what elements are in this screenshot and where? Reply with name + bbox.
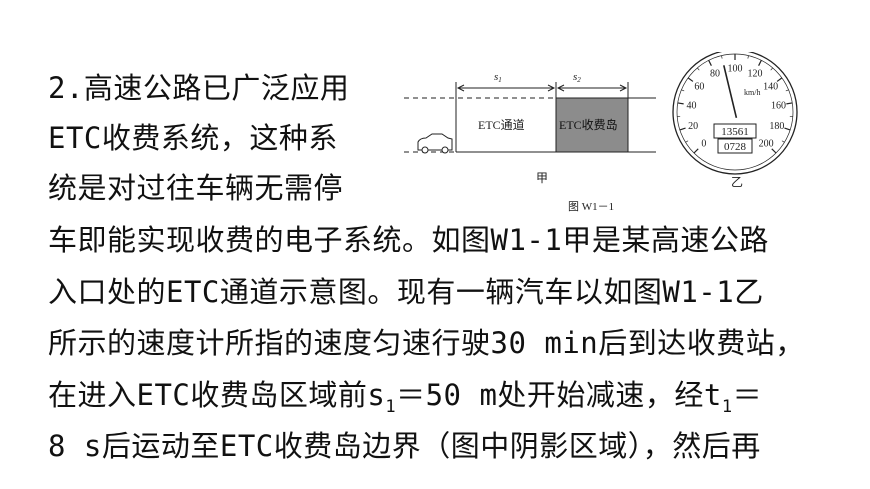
speed-tick <box>758 60 762 66</box>
problem-text-1: 高速公路已广泛应用 <box>83 71 350 105</box>
problem-line-6: 所示的速度计所指的速度匀速行驶30 min后到达收费站， <box>48 325 805 361</box>
speed-tick <box>687 77 694 82</box>
speed-tick-label: 160 <box>771 101 786 112</box>
problem-line-3: 统是对过往车辆无需停 <box>48 170 343 206</box>
speed-tick-label: 200 <box>759 139 774 150</box>
speed-tick-label: 0 <box>701 139 706 150</box>
speed-tick-label: 120 <box>747 68 762 79</box>
problem-line-2: ETC收费系统，这种系 <box>48 120 338 156</box>
figure-yi-label: 乙 <box>731 175 743 189</box>
car-icon <box>417 133 453 154</box>
speed-tick <box>781 140 785 143</box>
etc-island-shaded <box>555 97 629 153</box>
s2-label: s2 <box>573 71 581 84</box>
speed-tick <box>786 102 793 105</box>
problem-text-5: 入口处的ETC通道示意图。现有一辆汽车以如图W1-1乙 <box>48 275 764 309</box>
etc-channel-label: ETC通道 <box>478 118 525 132</box>
speed-tick <box>693 148 699 154</box>
s2-arrow-head-right <box>619 84 628 92</box>
s1-subscript: 1 <box>385 396 397 417</box>
s2-arrow-head-left <box>556 84 565 92</box>
speed-tick <box>721 55 723 59</box>
etc-lane-diagram <box>404 82 656 153</box>
speed-tick <box>677 102 684 105</box>
speed-tick <box>776 77 783 82</box>
speed-tick <box>785 89 789 92</box>
speed-tick <box>771 148 777 154</box>
s1-arrow-head-left <box>456 84 465 92</box>
etc-island-label: ETC收费岛 <box>559 117 618 132</box>
speed-unit-label: km/h <box>744 88 760 97</box>
speed-tick-label: 60 <box>694 82 704 93</box>
problem-text-7c: ＝ <box>732 378 763 412</box>
speed-tick <box>681 89 685 92</box>
odometer-total-box <box>713 123 757 139</box>
problem-line-8: 8 s后运动至ETC收费岛边界（图中阴影区域），然后再 <box>48 428 761 464</box>
problem-line-7: 在进入ETC收费岛区域前s1＝50 m处开始减速，经t1＝ <box>48 377 762 425</box>
problem-text-4: 车即能实现收费的电子系统。如图W1-1甲是某高速公路 <box>48 223 769 257</box>
problem-text-8: 8 s后运动至ETC收费岛边界（图中阴影区域），然后再 <box>48 429 761 463</box>
speed-tick-label: 180 <box>769 121 784 132</box>
speed-tick <box>685 140 689 143</box>
speed-tick <box>679 127 686 131</box>
speed-tick-label: 140 <box>763 82 778 93</box>
speed-tick-label: 40 <box>687 101 697 112</box>
problem-line-5: 入口处的ETC通道示意图。现有一辆汽车以如图W1-1乙 <box>48 274 764 310</box>
problem-text-3: 统是对过往车辆无需停 <box>48 171 344 205</box>
s1-arrow-head-right <box>547 84 556 92</box>
odometer-trip: 0728 <box>724 141 747 153</box>
s1-label: s1 <box>494 71 502 84</box>
odometer-trip-box <box>717 138 753 154</box>
problem-text-2: ETC收费系统，这种系 <box>48 121 338 155</box>
figure-caption: 图 W1－1 <box>568 200 614 213</box>
speed-tick-label: 20 <box>688 121 698 132</box>
problem-number: 2. <box>48 71 84 105</box>
speed-tick-label: 100 <box>728 64 743 75</box>
speed-needle <box>723 65 738 119</box>
problem-line-4: 车即能实现收费的电子系统。如图W1-1甲是某高速公路 <box>48 222 769 258</box>
speed-tick <box>747 55 749 59</box>
problem-text-6: 所示的速度计所指的速度匀速行驶30 min后到达收费站， <box>48 326 805 360</box>
problem-text-7a: 在进入ETC收费岛区域前s <box>48 378 386 412</box>
odometer-total: 13561 <box>721 126 749 138</box>
t1-subscript: 1 <box>721 396 733 417</box>
speed-tick-label: 80 <box>710 68 720 79</box>
figure-jia-label: 甲 <box>536 171 548 185</box>
problem-line-1: 2.高速公路已广泛应用 <box>48 70 349 106</box>
speed-tick <box>697 67 700 71</box>
speed-tick <box>770 67 773 71</box>
problem-text-7b: ＝50 m处开始减速，经t <box>396 378 722 412</box>
speed-tick <box>784 127 791 131</box>
speed-tick <box>708 60 712 66</box>
